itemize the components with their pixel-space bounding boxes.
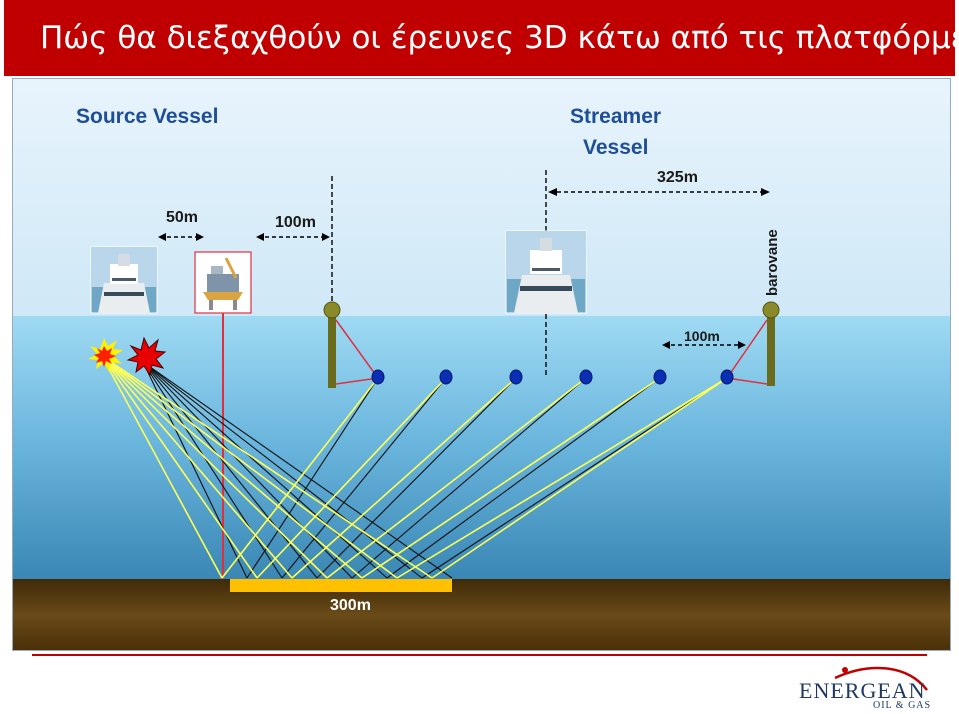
sky bbox=[12, 78, 951, 316]
distance-50m-label: 50m bbox=[166, 209, 198, 226]
distance-100m-left-marker: 100m bbox=[256, 214, 330, 241]
platform-image bbox=[194, 251, 252, 314]
hydrophone-6 bbox=[720, 369, 734, 385]
distance-100m-right-label: 100m bbox=[684, 328, 720, 344]
source-vessel-label: Source Vessel bbox=[76, 105, 218, 128]
streamer-vessel-label-line2: Vessel bbox=[583, 136, 648, 159]
hydrophone-5 bbox=[653, 369, 667, 385]
distance-100m-left-label: 100m bbox=[275, 214, 316, 231]
survey-diagram: Source Vessel Streamer Vessel 50m 100m 3… bbox=[12, 78, 951, 651]
streamer-vessel-image bbox=[505, 230, 587, 314]
energean-logo: ENERGEAN OIL & GAS bbox=[795, 664, 935, 712]
distance-325m-marker: 325m bbox=[548, 169, 770, 196]
source-explosion-red bbox=[126, 336, 167, 377]
sea bbox=[12, 316, 951, 579]
slide-title: Πώς θα διεξαχθούν οι έρευνες 3D κάτω από… bbox=[40, 20, 959, 56]
source-vessel-image bbox=[90, 246, 158, 314]
hydrophones bbox=[371, 369, 734, 385]
logo-subtitle: OIL & GAS bbox=[873, 700, 932, 711]
footer-divider bbox=[32, 654, 927, 656]
distance-50m-marker: 50m bbox=[158, 209, 204, 241]
hydrophone-2 bbox=[439, 369, 453, 385]
distance-325m-label: 325m bbox=[657, 169, 698, 186]
left-paravane bbox=[323, 301, 341, 388]
logo-wordmark: ENERGEAN bbox=[799, 678, 926, 703]
seismic-rays bbox=[101, 355, 728, 579]
scene-border bbox=[12, 78, 951, 651]
source-explosion-yellow bbox=[88, 338, 123, 372]
title-bar: Πώς θα διεξαχθούν οι έρευνες 3D κάτω από… bbox=[4, 0, 959, 76]
target-area-bar bbox=[230, 579, 452, 592]
hydrophone-1 bbox=[371, 369, 385, 385]
target-area-label: 300m bbox=[330, 597, 371, 614]
distance-100m-right-marker: 100m bbox=[662, 328, 746, 349]
seabed bbox=[12, 579, 951, 651]
streamer-vessel-label-line1: Streamer bbox=[570, 105, 661, 128]
right-barovane bbox=[762, 301, 780, 386]
logo-swoosh-icon bbox=[834, 666, 928, 691]
hydrophone-3 bbox=[509, 369, 523, 385]
hydrophone-4 bbox=[579, 369, 593, 385]
barovane-label: barovane bbox=[764, 229, 781, 296]
